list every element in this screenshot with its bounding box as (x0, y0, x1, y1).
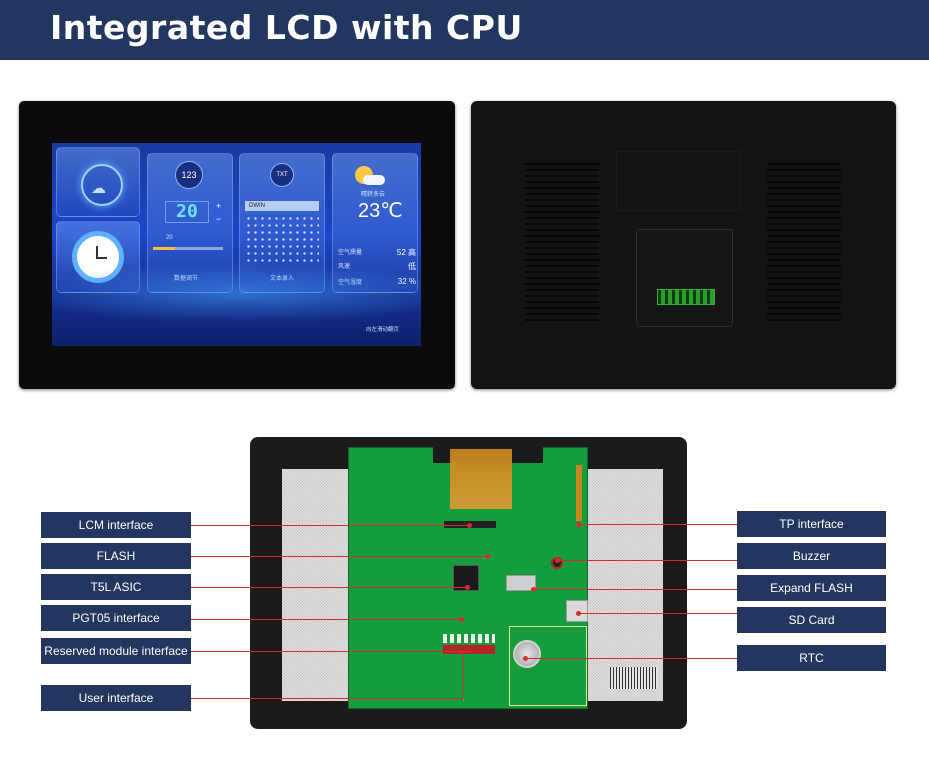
connector-panel (636, 229, 733, 327)
tp-flex-cable (576, 465, 582, 521)
weather-tile (332, 153, 418, 293)
weather-cloud-icon (363, 175, 385, 185)
weather-condition: 晴转多云 (361, 192, 386, 198)
marker-buzzer (555, 558, 560, 563)
wind-label: 风速 (338, 264, 351, 270)
air-quality-row: 空气质量 52 高 (338, 247, 416, 258)
callout-expand-flash: Expand FLASH (737, 575, 886, 601)
callout-tp-interface: TP interface (737, 511, 886, 537)
air-quality-label: 空气质量 (338, 250, 363, 256)
temperature: 23℃ (358, 200, 403, 222)
callout-pgt05-interface: PGT05 interface (41, 605, 191, 631)
text-tile-label: 文本录入 (270, 276, 295, 282)
value-slider (153, 247, 223, 250)
marker-rtc (523, 656, 528, 661)
device-board-image (250, 437, 687, 729)
callout-buzzer: Buzzer (737, 543, 886, 569)
text-input: DWIN (245, 201, 319, 211)
plus-icon: + (213, 201, 224, 212)
leader-pgt05 (191, 619, 461, 620)
marker-flash (485, 554, 490, 559)
callout-user-interface: User interface (41, 685, 191, 711)
air-quality-value: 52 高 (396, 248, 416, 257)
wind-value: 低 (408, 262, 416, 271)
barcode-sticker (610, 667, 658, 689)
wind-row: 风速 低 (338, 261, 416, 272)
numeric-tile-label: 数据调节 (174, 276, 199, 282)
minus-icon: − (213, 214, 224, 225)
marker-lcm (467, 523, 472, 528)
keyboard-grid (245, 215, 319, 263)
humidity-value: 32 % (397, 277, 416, 286)
page-title: Integrated LCD with CPU (50, 8, 523, 47)
marker-pgt05 (459, 617, 464, 622)
flash-chip (506, 575, 536, 591)
callout-rtc: RTC (737, 645, 886, 671)
slider-value: 20 (166, 235, 173, 241)
terminal-connector (657, 289, 715, 305)
leader-flash (191, 556, 487, 557)
cloud-tile: ☁ (56, 147, 140, 217)
callout-t5l-asic: T5L ASIC (41, 574, 191, 600)
marker-t5l (465, 585, 470, 590)
leader-rtc (525, 658, 737, 659)
vent-right (767, 163, 841, 323)
rtc-area (509, 626, 587, 706)
marker-sd (576, 611, 581, 616)
numeric-value: 20 (165, 201, 209, 223)
leader-user (191, 698, 462, 699)
humidity-row: 空气湿度 32 % (338, 277, 416, 286)
callout-lcm-interface: LCM interface (41, 512, 191, 538)
lcm-flex-cable (450, 449, 512, 509)
callout-flash: FLASH (41, 543, 191, 569)
humidity-label: 空气湿度 (338, 280, 363, 286)
device-back-image (471, 101, 896, 389)
header-banner: Integrated LCD with CPU (0, 0, 929, 60)
rtc-battery (513, 640, 541, 668)
user-interface-pins (443, 645, 495, 654)
leader-lcm (191, 525, 470, 526)
leader-reserved (191, 651, 471, 652)
reserved-module-pins (443, 634, 495, 643)
leader-user-vertical (462, 650, 463, 699)
device-front-image: ☁ 123 20 + − 20 数据调节 TXT DWIN 文本录入 晴转多云 … (19, 101, 455, 389)
cloud-icon: ☁ (81, 164, 123, 206)
marker-tp (576, 522, 581, 527)
leader-tp (578, 524, 737, 525)
back-recess (616, 151, 741, 211)
swipe-hint: 向左滑动翻页 (365, 327, 399, 333)
device-screen: ☁ 123 20 + − 20 数据调节 TXT DWIN 文本录入 晴转多云 … (52, 143, 421, 346)
vent-left (525, 163, 599, 323)
leader-expand-flash (533, 589, 737, 590)
leader-buzzer (557, 560, 737, 561)
callout-sd-card: SD Card (737, 607, 886, 633)
callout-reserved-module-interface: Reserved module interface (41, 638, 191, 664)
text-badge-icon: TXT (270, 163, 294, 187)
marker-expand-flash (531, 587, 536, 592)
clock-icon (72, 231, 124, 283)
leader-sd (578, 613, 737, 614)
numeric-badge-icon: 123 (175, 161, 203, 189)
leader-t5l (191, 587, 467, 588)
